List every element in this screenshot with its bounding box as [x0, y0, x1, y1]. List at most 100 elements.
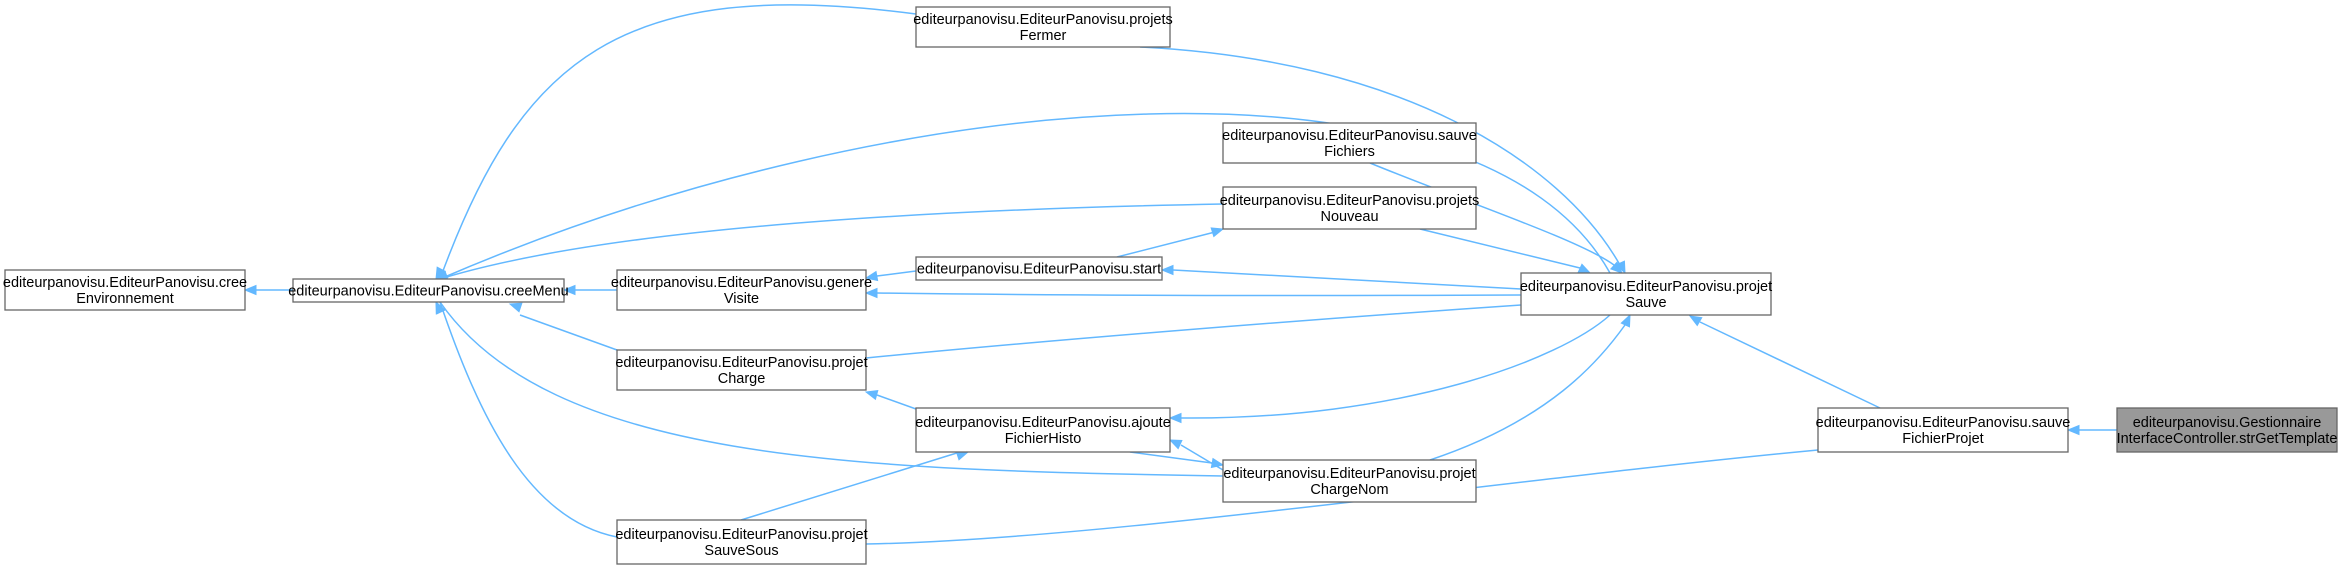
node-label-line: Fichiers: [1324, 144, 1375, 160]
node-cree[interactable]: editeurpanovisu.EditeurPanovisu.creeEnvi…: [3, 269, 247, 311]
edge-line: [1129, 451, 1213, 464]
edge-projetSauve-to-projetCharge: [854, 304, 1522, 365]
arrowhead-icon: [435, 300, 446, 315]
edge-ajoute-to-projetCharge: [864, 389, 917, 410]
node-box: [1222, 459, 1477, 503]
edge-projetCharge-to-creeMenu: [508, 302, 618, 351]
edge-line: [439, 203, 1224, 280]
edge-line: [1139, 46, 1621, 266]
arrowhead-icon: [1160, 264, 1174, 276]
node-label-line: editeurpanovisu.EditeurPanovisu.cree: [3, 275, 247, 291]
edge-genere-to-creeMenu: [562, 284, 617, 296]
node-box: [1817, 407, 2069, 453]
edge-projetSauve-to-fichiers: [1369, 162, 1623, 274]
node-creeMenu[interactable]: editeurpanovisu.EditeurPanovisu.creeMenu: [288, 278, 569, 303]
arrowhead-icon: [1168, 412, 1182, 424]
arrowhead-icon: [864, 389, 879, 401]
edge-line: [876, 270, 917, 277]
edge-line: [1180, 314, 1611, 419]
node-start[interactable]: editeurpanovisu.EditeurPanovisu.start: [915, 256, 1163, 281]
node-projetSauve[interactable]: editeurpanovisu.EditeurPanovisu.projetSa…: [1520, 272, 1772, 316]
edge-line: [865, 304, 1522, 359]
edge-line: [1172, 269, 1522, 290]
edge-line: [439, 301, 1224, 477]
arrowhead-icon: [243, 284, 257, 296]
edge-line: [519, 314, 618, 351]
arrowhead-icon: [864, 287, 878, 299]
node-box: [915, 6, 1171, 48]
node-nouveau[interactable]: editeurpanovisu.EditeurPanovisu.projetsN…: [1220, 186, 1480, 230]
edge-projetSauve-to-genere: [864, 287, 1522, 299]
node-label-line: editeurpanovisu.EditeurPanovisu.sauve: [1222, 128, 1477, 144]
edge-line: [876, 394, 917, 410]
arrowhead-icon: [1210, 227, 1225, 238]
arrowhead-icon: [1620, 313, 1631, 328]
node-projetCharge[interactable]: editeurpanovisu.EditeurPanovisu.projetCh…: [615, 349, 868, 391]
edge-projetSauve-to-fermer: [1139, 46, 1626, 275]
node-chargeNom[interactable]: editeurpanovisu.EditeurPanovisu.projetCh…: [1222, 459, 1477, 503]
arrowhead-icon: [508, 302, 523, 313]
arrowhead-icon: [864, 270, 879, 282]
node-box: [1222, 122, 1477, 164]
node-box: [616, 519, 867, 565]
node-label-line: Visite: [724, 291, 759, 307]
edge-root-to-sauveFichier: [2066, 424, 2117, 436]
arrowhead-icon: [1609, 261, 1623, 274]
node-sauveSous[interactable]: editeurpanovisu.EditeurPanovisu.projetSa…: [615, 519, 868, 565]
arrowhead-icon: [1210, 457, 1225, 469]
node-label-line: editeurpanovisu.EditeurPanovisu.projet: [1223, 466, 1475, 482]
arrowhead-icon: [562, 284, 576, 296]
node-label-line: InterfaceController.strGetTemplate: [2117, 431, 2338, 447]
node-label-line: ChargeNom: [1310, 482, 1388, 498]
arrowhead-icon: [1577, 263, 1592, 274]
edge-line: [439, 4, 917, 280]
node-root[interactable]: editeurpanovisu.GestionnaireInterfaceCon…: [2116, 407, 2338, 453]
node-box: [616, 349, 867, 391]
node-box: [1222, 186, 1477, 230]
node-box: [616, 269, 867, 311]
arrowhead-icon: [1168, 439, 1183, 450]
edge-line: [1419, 228, 1581, 269]
node-label-line: editeurpanovisu.EditeurPanovisu.projets: [1220, 193, 1480, 209]
arrowhead-icon: [2066, 424, 2080, 436]
node-label-line: editeurpanovisu.EditeurPanovisu.projet: [1520, 279, 1772, 295]
node-label-line: editeurpanovisu.Gestionnaire: [2133, 415, 2322, 431]
edge-projetSauve-to-nouveau: [1419, 228, 1592, 274]
node-label-line: Fermer: [1020, 28, 1067, 44]
edge-line: [865, 449, 1819, 545]
edge-projetSauve-to-chargeNom: [1429, 313, 1631, 461]
node-label-line: Sauve: [1625, 295, 1666, 311]
edge-creeMenu-to-cree: [243, 284, 293, 296]
edge-projetSauve-to-ajoute: [1168, 314, 1611, 424]
edge-line: [876, 292, 1522, 297]
edge-line: [439, 112, 1611, 280]
edge-line: [1429, 324, 1626, 461]
node-sauveFichier[interactable]: editeurpanovisu.EditeurPanovisu.sauveFic…: [1816, 407, 2071, 453]
node-label-line: SauveSous: [704, 543, 778, 559]
edge-start-to-genere: [864, 270, 917, 282]
node-label-line: editeurpanovisu.EditeurPanovisu.projets: [913, 12, 1173, 28]
node-fermer[interactable]: editeurpanovisu.EditeurPanovisu.projetsF…: [913, 6, 1173, 48]
node-label-line: editeurpanovisu.EditeurPanovisu.projet: [615, 527, 867, 543]
node-label-line: FichierHisto: [1005, 431, 1082, 447]
edge-line: [740, 451, 961, 521]
node-genere[interactable]: editeurpanovisu.EditeurPanovisu.genereVi…: [611, 269, 872, 311]
node-label-line: editeurpanovisu.EditeurPanovisu.start: [917, 262, 1161, 278]
node-label-line: Environnement: [76, 291, 174, 307]
edge-ajoute-to-chargeNom: [1129, 451, 1225, 469]
edge-sauveFichier-to-projetSauve: [1688, 315, 1881, 409]
edge-line: [439, 301, 618, 538]
node-label-line: editeurpanovisu.EditeurPanovisu.projet: [615, 355, 867, 371]
node-label-line: editeurpanovisu.EditeurPanovisu.sauve: [1816, 415, 2071, 431]
node-ajoute[interactable]: editeurpanovisu.EditeurPanovisu.ajouteFi…: [915, 407, 1171, 453]
arrowhead-icon: [1688, 315, 1703, 327]
edges-layer: [243, 4, 2117, 550]
edge-projetSauve-to-start: [1160, 264, 1522, 290]
node-label-line: editeurpanovisu.EditeurPanovisu.genere: [611, 275, 872, 291]
node-fichiers[interactable]: editeurpanovisu.EditeurPanovisu.sauveFic…: [1222, 122, 1477, 164]
node-box: [4, 269, 246, 311]
edge-fermer-to-creeMenu: [435, 4, 917, 281]
edge-sauveSous-to-creeMenu: [435, 300, 618, 538]
node-label-line: editeurpanovisu.EditeurPanovisu.creeMenu: [288, 284, 569, 300]
